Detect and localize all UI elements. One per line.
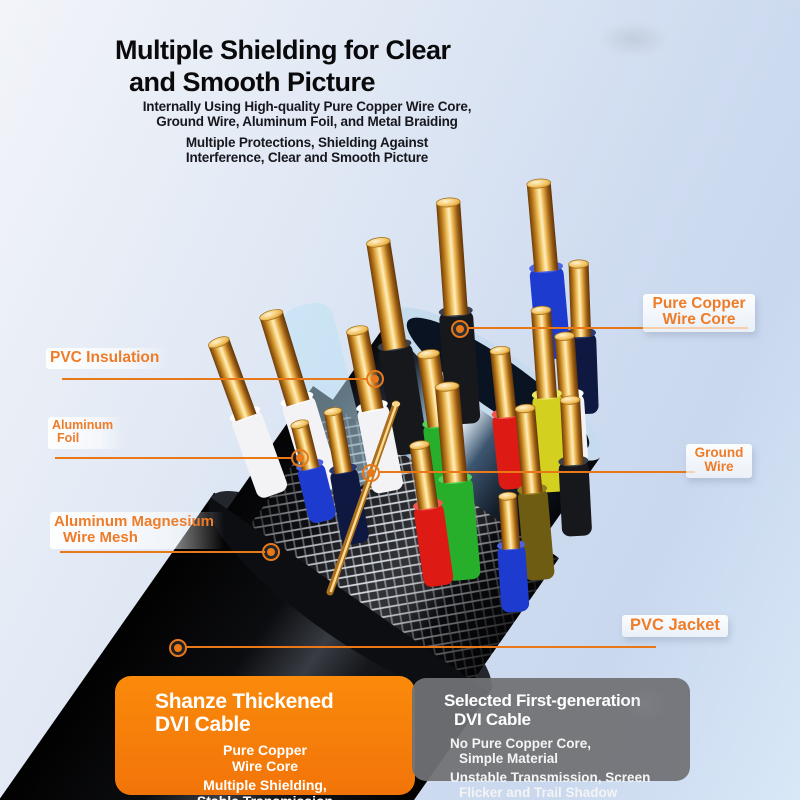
comparison-left-point1: Pure Copper Wire Core [222, 742, 307, 774]
page-title: Multiple Shielding for Clear and Smooth … [115, 34, 451, 98]
comparison-left-point2: Multiple Shielding, Stable Transmission [197, 777, 333, 800]
comparison-left-title: Shanze Thickened DVI Cable [155, 690, 334, 736]
comparison-right-point1: No Pure Copper Core, Simple Material [450, 736, 592, 766]
callout-label-copper-core: Pure Copper Wire Core [643, 294, 755, 332]
callout-label-aluminum-foil: Aluminum Foil [48, 417, 124, 449]
ground-wire-strand [326, 400, 401, 596]
callout-label-pvc-jacket: PVC Jacket [622, 615, 728, 638]
title-line-2: and Smooth Picture [129, 67, 376, 97]
watermark-gray-box [622, 684, 668, 724]
marker-pvc-insulation [366, 370, 384, 388]
subtitle1-line2: Ground Wire, Aluminum Foil, and Metal Br… [156, 114, 458, 129]
comparison-right-point2: Unstable Transmission, Screen Flicker an… [450, 770, 651, 800]
callout-label-ground-wire: Ground Wire [686, 444, 752, 478]
callout-line-pvc-insulation [62, 378, 368, 380]
watermark-top [598, 22, 668, 56]
marker-wire-mesh [262, 543, 280, 561]
callout-line-pvc-jacket [186, 646, 656, 648]
callout-line-copper-core [468, 327, 748, 329]
wire-bundle [208, 178, 599, 613]
pvc-jacket [0, 492, 493, 800]
subtitle2-line1: Multiple Protections, Shielding Against [185, 135, 429, 150]
callout-label-wire-mesh: Aluminum Magnesium Wire Mesh [50, 512, 225, 549]
comparison-card-generic: Selected First-generation DVI Cable No P… [412, 678, 690, 799]
callout-label-pvc-insulation: PVC Insulation [46, 348, 170, 370]
marker-copper-core [451, 320, 469, 338]
callout-line-aluminum-foil [55, 457, 293, 459]
comparison-card-shanze: Shanze Thickened DVI Cable Pure Copper W… [115, 676, 415, 800]
comparison-right-title: Selected First-generation DVI Cable [444, 691, 641, 729]
subtitle2-line2: Interference, Clear and Smooth Picture [185, 150, 429, 165]
marker-ground-wire [362, 464, 380, 482]
title-line-1: Multiple Shielding for Clear [115, 35, 451, 65]
clear-wrap [282, 302, 372, 492]
marker-aluminum-foil [291, 449, 309, 467]
subtitle1-line1: Internally Using High-quality Pure Coppe… [142, 99, 472, 114]
marker-pvc-jacket [169, 639, 187, 657]
callout-line-ground-wire [380, 471, 695, 473]
page-subtitle: Internally Using High-quality Pure Coppe… [57, 99, 557, 165]
callout-line-wire-mesh [60, 551, 265, 553]
